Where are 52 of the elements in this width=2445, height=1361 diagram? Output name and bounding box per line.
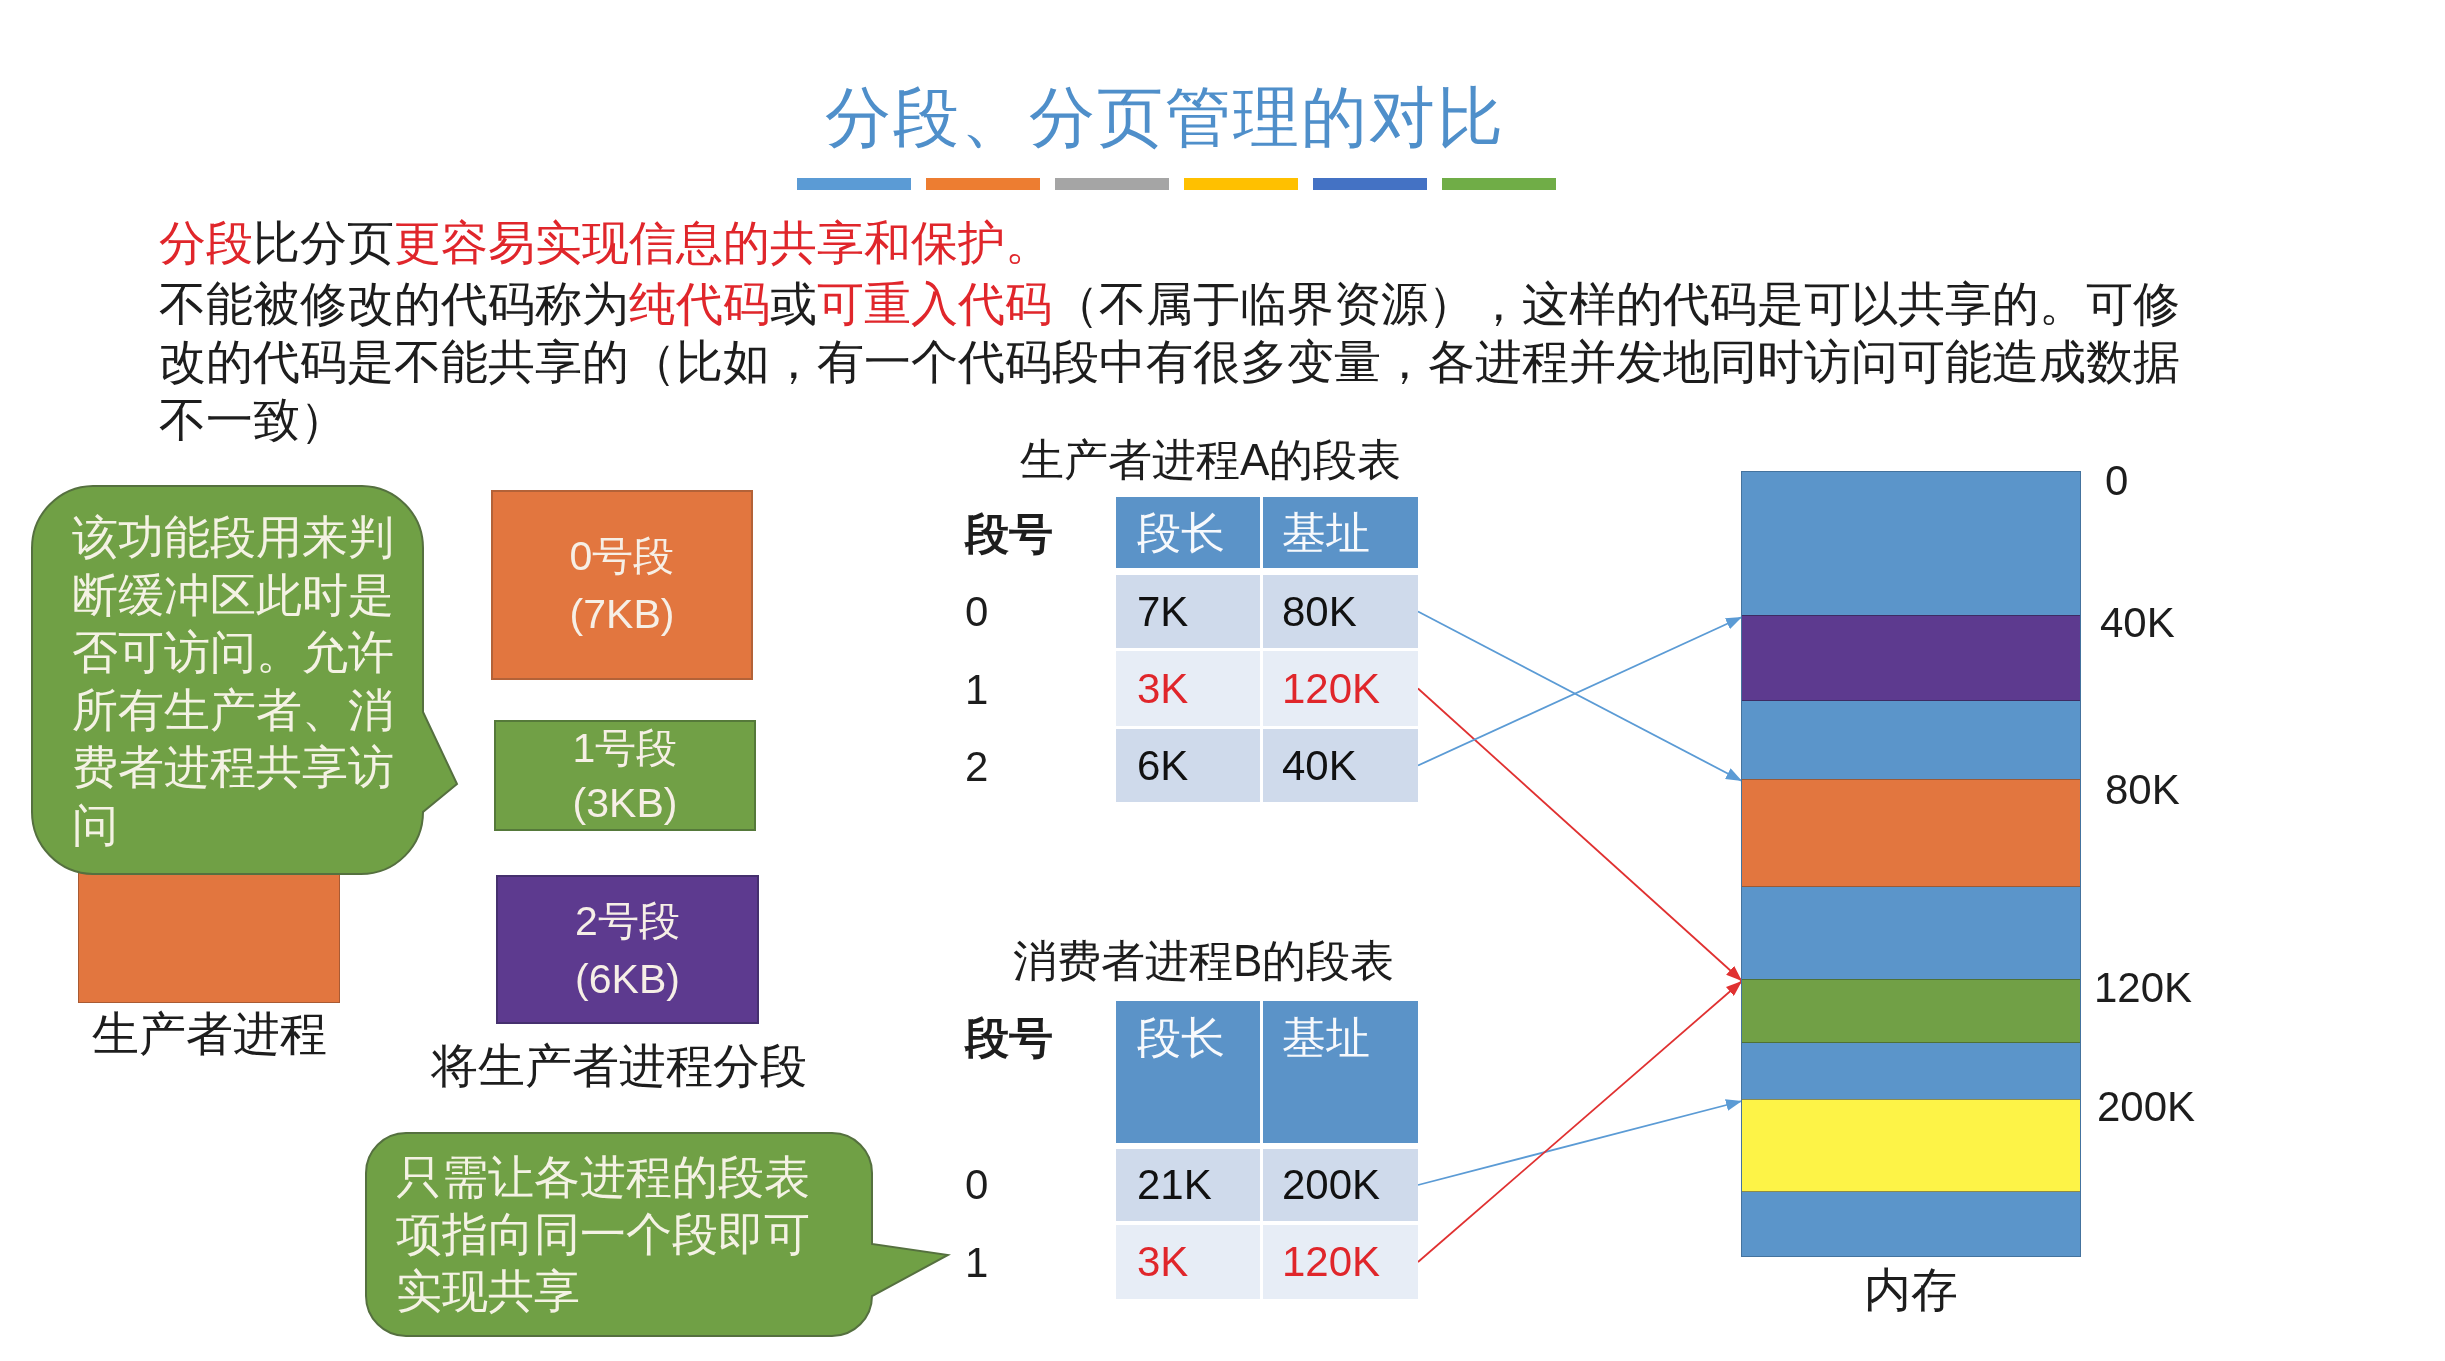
- table-header-cell: 段长: [1116, 497, 1260, 568]
- address-label: 80K: [2105, 765, 2180, 815]
- column-heading: 段号: [965, 509, 1053, 559]
- slide-title: 分段、分页管理的对比: [825, 82, 1505, 152]
- table-cell: 21K: [1116, 1149, 1260, 1221]
- table-cell: 200K: [1263, 1149, 1418, 1221]
- row-number: 0: [965, 1160, 989, 1210]
- memory-block: [1742, 615, 2080, 701]
- table-cell: 40K: [1263, 729, 1418, 802]
- row-number: 0: [965, 587, 989, 637]
- address-label: 40K: [2100, 598, 2175, 648]
- caption-text: 内存: [1863, 1265, 1959, 1315]
- memory-block: [1742, 979, 2080, 1043]
- arrow: [1417, 1099, 1743, 1186]
- callout-text: 该功能段用来判断缓冲区此时是否可访问。允许所有生产者、消费者进程共享访问: [72, 510, 395, 853]
- segment-label: (7KB): [569, 590, 675, 639]
- table-header-cell: 段长: [1116, 1001, 1260, 1143]
- table-cell: 120K: [1263, 651, 1418, 726]
- memory-block: [1742, 1099, 2080, 1192]
- table-title: 消费者进程B的段表: [1013, 936, 1395, 986]
- memory-block: [1742, 779, 2080, 887]
- column-heading: 段号: [965, 1013, 1053, 1063]
- table-cell: 3K: [1116, 651, 1260, 726]
- arrow: [1417, 687, 1743, 982]
- table-cell: 7K: [1116, 575, 1260, 648]
- segment-box: [496, 875, 759, 1024]
- row-number: 1: [965, 665, 989, 715]
- segment-label: 0号段: [569, 532, 675, 581]
- segment-label: 1号段: [572, 723, 678, 773]
- callout-text: 只需让各进程的段表项指向同一个段即可实现共享: [396, 1150, 811, 1319]
- table-cell: 3K: [1116, 1225, 1260, 1299]
- segment-box: [494, 720, 756, 831]
- address-label: 200K: [2097, 1082, 2196, 1132]
- caption-text: 生产者进程: [90, 1009, 328, 1059]
- speech-bubble: [365, 1132, 951, 1338]
- row-number: 2: [965, 742, 989, 792]
- address-label: 120K: [2094, 963, 2193, 1013]
- table-header-cell: 基址: [1263, 497, 1418, 568]
- table-header-cell: 基址: [1263, 1001, 1418, 1143]
- segment-label: (6KB): [575, 954, 680, 1004]
- arrow: [1417, 980, 1743, 1263]
- table-cell: 80K: [1263, 575, 1418, 648]
- segment-label: (3KB): [572, 778, 678, 828]
- table-cell: 120K: [1263, 1225, 1418, 1299]
- segment-box: [491, 490, 753, 680]
- paragraph-text: 分段比分页更容易实现信息的共享和保护。: [159, 215, 1052, 271]
- row-number: 1: [965, 1238, 989, 1288]
- segment-label: 2号段: [575, 896, 680, 946]
- table-cell: 6K: [1116, 729, 1260, 802]
- address-label: 0: [2105, 456, 2129, 506]
- caption-text: 将生产者进程分段: [431, 1041, 807, 1091]
- speech-bubble: [31, 485, 461, 877]
